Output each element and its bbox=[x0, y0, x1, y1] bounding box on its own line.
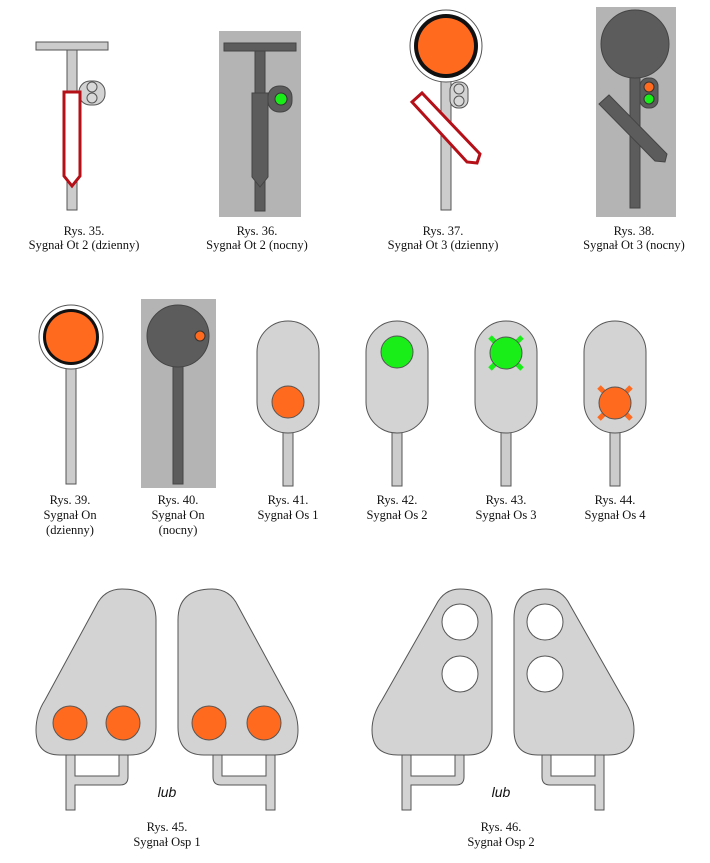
connector-lub: lub bbox=[492, 784, 511, 800]
lamp-white bbox=[441, 603, 479, 641]
figure-rys45: lub Rys. 45. Sygnał Osp 1 bbox=[35, 588, 299, 849]
caption-line-2: Sygnał Os 3 bbox=[475, 508, 536, 522]
lamp-white bbox=[526, 603, 564, 641]
bracket bbox=[401, 751, 465, 811]
caption-line-1: Rys. 40. bbox=[158, 493, 199, 507]
disc-dark bbox=[146, 304, 210, 368]
caption-line-2: Sygnał Ot 2 (dzienny) bbox=[29, 238, 140, 252]
caption-line-3: (dzienny) bbox=[46, 523, 94, 537]
pole bbox=[391, 429, 403, 487]
diagonal-red-white-plate bbox=[409, 90, 482, 165]
caption-line-1: Rys. 46. bbox=[481, 820, 522, 834]
signal-variant-left bbox=[35, 588, 157, 811]
lamp-top-unlit bbox=[453, 83, 465, 95]
lamp-green bbox=[274, 92, 288, 106]
pole bbox=[172, 365, 184, 485]
caption-line-1: Rys. 38. bbox=[614, 224, 655, 238]
signal-variant-right bbox=[513, 588, 635, 811]
lamp-orange bbox=[246, 705, 282, 741]
caption-line-2: Sygnał Os 4 bbox=[584, 508, 646, 522]
crossbar bbox=[35, 41, 109, 51]
caption-line-2: Sygnał Ot 2 (nocny) bbox=[206, 238, 308, 252]
connector-lub: lub bbox=[158, 784, 177, 800]
lamp-orange bbox=[598, 386, 632, 420]
red-white-plate bbox=[62, 90, 82, 189]
figure-rys44: Rys. 44. Sygnał Os 4 bbox=[583, 320, 647, 522]
caption-line-1: Rys. 45. bbox=[147, 820, 188, 834]
figure-rys42: Rys. 42. Sygnał Os 2 bbox=[365, 320, 429, 522]
caption-line-1: Rys. 36. bbox=[237, 224, 278, 238]
caption-line-2: Sygnał Ot 3 (nocny) bbox=[583, 238, 685, 252]
caption-line-1: Rys. 41. bbox=[268, 493, 309, 507]
caption-line-2: Sygnał On bbox=[43, 508, 97, 522]
figure-rys46: lub Rys. 46. Sygnał Osp 2 bbox=[371, 588, 635, 849]
caption-line-2: Sygnał Os 1 bbox=[257, 508, 318, 522]
pole bbox=[500, 429, 512, 487]
lamp-orange bbox=[52, 705, 88, 741]
caption-line-1: Rys. 35. bbox=[64, 224, 105, 238]
lamp-orange bbox=[271, 385, 305, 419]
caption-line-2: Sygnał Osp 2 bbox=[467, 835, 534, 849]
pole bbox=[65, 365, 77, 485]
figure-rys37: Rys. 37. Sygnał Ot 3 (dzienny) bbox=[388, 9, 499, 252]
caption-line-1: Rys. 39. bbox=[50, 493, 91, 507]
crossbar bbox=[223, 42, 297, 52]
bracket bbox=[212, 751, 276, 811]
lamp-green bbox=[380, 335, 414, 369]
lamp-green bbox=[489, 336, 523, 370]
bracket bbox=[541, 751, 605, 811]
figure-rys40: Rys. 40. Sygnał On (nocny) bbox=[141, 299, 216, 537]
caption-line-1: Rys. 44. bbox=[595, 493, 636, 507]
figure-rys35: Rys. 35. Sygnał Ot 2 (dzienny) bbox=[29, 41, 140, 252]
lamp-white bbox=[526, 655, 564, 693]
lamp-green bbox=[643, 93, 655, 105]
lamp-orange bbox=[105, 705, 141, 741]
lamp-orange bbox=[191, 705, 227, 741]
signal-variant-left bbox=[371, 588, 493, 811]
figure-rys36: Rys. 36. Sygnał Ot 2 (nocny) bbox=[206, 31, 308, 252]
figure-rys43: Rys. 43. Sygnał Os 3 bbox=[474, 320, 538, 522]
pole bbox=[609, 429, 621, 487]
signal-variant-right bbox=[177, 588, 299, 811]
lamp-orange bbox=[643, 81, 655, 93]
lamp-orange bbox=[194, 330, 206, 342]
lamp-top-unlit bbox=[86, 81, 98, 93]
disc-dark bbox=[600, 9, 670, 79]
caption-line-1: Rys. 42. bbox=[377, 493, 418, 507]
bracket bbox=[65, 751, 129, 811]
plate-dark bbox=[251, 92, 269, 188]
caption-line-3: (nocny) bbox=[159, 523, 198, 537]
lamp-white bbox=[441, 655, 479, 693]
figure-rys39: Rys. 39. Sygnał On (dzienny) bbox=[38, 304, 104, 537]
lamp-bottom-unlit bbox=[86, 92, 98, 104]
caption-line-2: Sygnał On bbox=[151, 508, 205, 522]
disc-orange bbox=[46, 312, 96, 362]
disc-orange bbox=[418, 18, 474, 74]
caption-line-1: Rys. 37. bbox=[423, 224, 464, 238]
figure-rys38: Rys. 38. Sygnał Ot 3 (nocny) bbox=[583, 7, 685, 252]
figure-rys41: Rys. 41. Sygnał Os 1 bbox=[256, 320, 320, 522]
caption-line-2: Sygnał Ot 3 (dzienny) bbox=[388, 238, 499, 252]
lamp-bottom-unlit bbox=[453, 95, 465, 107]
diagonal-plate-dark bbox=[598, 94, 668, 163]
caption-line-1: Rys. 43. bbox=[486, 493, 527, 507]
pole bbox=[282, 429, 294, 487]
caption-line-2: Sygnał Os 2 bbox=[366, 508, 427, 522]
caption-line-2: Sygnał Osp 1 bbox=[133, 835, 200, 849]
